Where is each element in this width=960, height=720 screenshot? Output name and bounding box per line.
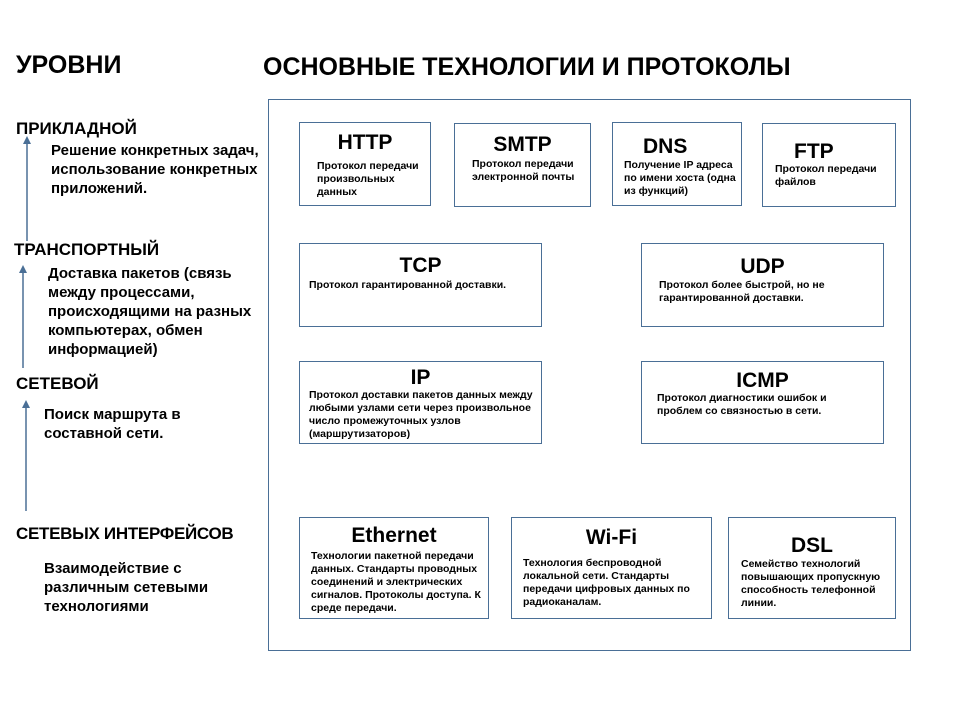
protocol-desc: Протокол передачи электронной почты (472, 158, 575, 183)
protocol-box-udp: UDP Протокол более быстрой, но не гарант… (641, 243, 884, 327)
protocol-name: UDP (740, 255, 785, 278)
protocol-box-smtp: SMTP Протокол передачи электронной почты (454, 123, 591, 207)
level-application-desc: Решение конкретных задач, использование … (51, 142, 259, 197)
protocol-box-icmp: ICMP Протокол диагностики ошибок и пробл… (641, 361, 884, 444)
level-interfaces-name: СЕТЕВЫХ ИНТЕРФЕЙСОВ (16, 524, 234, 543)
protocol-name: DNS (643, 135, 688, 158)
level-transport-name: ТРАНСПОРТНЫЙ (14, 240, 160, 259)
protocol-desc: Технология беспроводной локальной сети. … (523, 557, 690, 608)
protocol-box-ethernet: Ethernet Технологии пакетной передачи да… (299, 517, 489, 619)
level-network-desc: Поиск маршрута в составной сети. (44, 406, 181, 442)
protocol-name: SMTP (493, 133, 552, 156)
protocol-box-http: HTTP Протокол передачи произвольных данн… (299, 122, 431, 206)
levels-heading: УРОВНИ (16, 51, 122, 79)
protocol-name: FTP (794, 140, 834, 163)
protocol-desc: Протокол передачи произвольных данных (317, 160, 419, 198)
protocol-name: Wi-Fi (585, 526, 638, 549)
main-heading: ОСНОВНЫЕ ТЕХНОЛОГИИ И ПРОТОКОЛЫ (263, 53, 791, 81)
protocol-desc: Протокол диагностики ошибок и проблем со… (657, 392, 827, 417)
level-application-name: ПРИКЛАДНОЙ (16, 119, 137, 138)
protocol-desc: Получение IP адреса по имени хоста (одна… (624, 159, 736, 197)
level-transport-desc: Доставка пакетов (связь между процессами… (48, 265, 252, 358)
protocol-box-ip: IP Протокол доставки пакетов данных межд… (299, 361, 542, 444)
arrow-up-icon (23, 136, 31, 241)
protocol-desc: Протокол более быстрой, но не гарантиров… (659, 279, 825, 304)
protocol-desc: Протокол гарантированной доставки. (309, 279, 507, 291)
level-interfaces-desc: Взаимодействие с различным сетевыми техн… (44, 560, 209, 615)
protocol-box-dsl: DSL Семейство технологий повышающих проп… (728, 517, 896, 619)
protocol-name: TCP (399, 254, 442, 277)
protocol-box-tcp: TCP Протокол гарантированной доставки. (299, 243, 542, 327)
protocol-name: HTTP (337, 131, 393, 154)
arrow-up-icon (19, 265, 27, 368)
protocol-box-dns: DNS Получение IP адреса по имени хоста (… (612, 122, 742, 206)
protocol-box-wifi: Wi-Fi Технология беспроводной локальной … (511, 517, 712, 619)
protocol-desc: Протокол передачи файлов (775, 163, 877, 188)
arrow-up-icon (22, 400, 30, 511)
protocol-desc: Протокол доставки пакетов данных между л… (309, 389, 533, 440)
protocol-name: ICMP (736, 369, 789, 392)
protocol-name: IP (410, 366, 431, 389)
level-network-name: СЕТЕВОЙ (16, 374, 99, 393)
protocol-name: Ethernet (351, 524, 437, 547)
protocol-box-ftp: FTP Протокол передачи файлов (762, 123, 896, 207)
protocol-desc: Технологии пакетной передачи данных. Ста… (311, 550, 481, 614)
protocols-frame (268, 99, 911, 651)
protocol-desc: Семейство технологий повышающих пропускн… (741, 558, 881, 609)
protocol-name: DSL (791, 534, 833, 557)
